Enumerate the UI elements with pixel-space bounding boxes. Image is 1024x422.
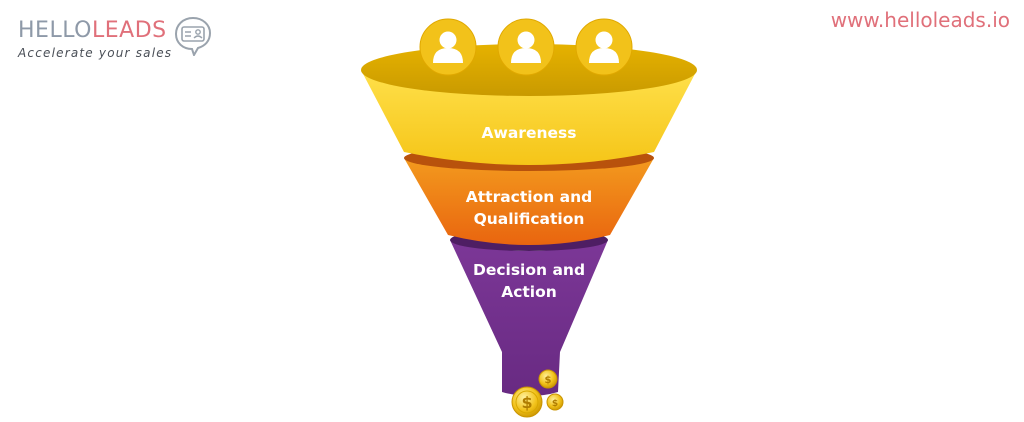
brand-name-hello: HELLO [18, 18, 92, 43]
stage-label-decision-line1: Decision and [473, 261, 585, 279]
stage-label-decision-line2: Action [501, 283, 557, 301]
person-icon [575, 18, 633, 76]
coin-symbol: $ [552, 399, 558, 409]
contact-card-icon [174, 16, 212, 56]
brand-name: HELLOLEADS [18, 18, 172, 44]
stage-label-attraction-line2: Qualification [474, 210, 585, 228]
brand-name-leads: LEADS [92, 18, 167, 43]
coin-icon: $ [511, 386, 543, 418]
coin-symbol: $ [545, 375, 552, 386]
funnel-stage-decision [450, 229, 608, 396]
stage-label-awareness: Awareness [482, 124, 577, 142]
coin-icon: $ [538, 369, 558, 389]
coin-symbol: $ [521, 393, 532, 412]
person-icon [419, 18, 477, 76]
person-icon [497, 18, 555, 76]
stage-label-attraction-line1: Attraction and [466, 188, 593, 206]
brand-logo: HELLOLEADS Accelerate your sales [18, 16, 212, 60]
coin-icon: $ [546, 393, 564, 411]
website-url: www.helloleads.io [830, 8, 1010, 32]
brand-tagline: Accelerate your sales [18, 46, 173, 60]
